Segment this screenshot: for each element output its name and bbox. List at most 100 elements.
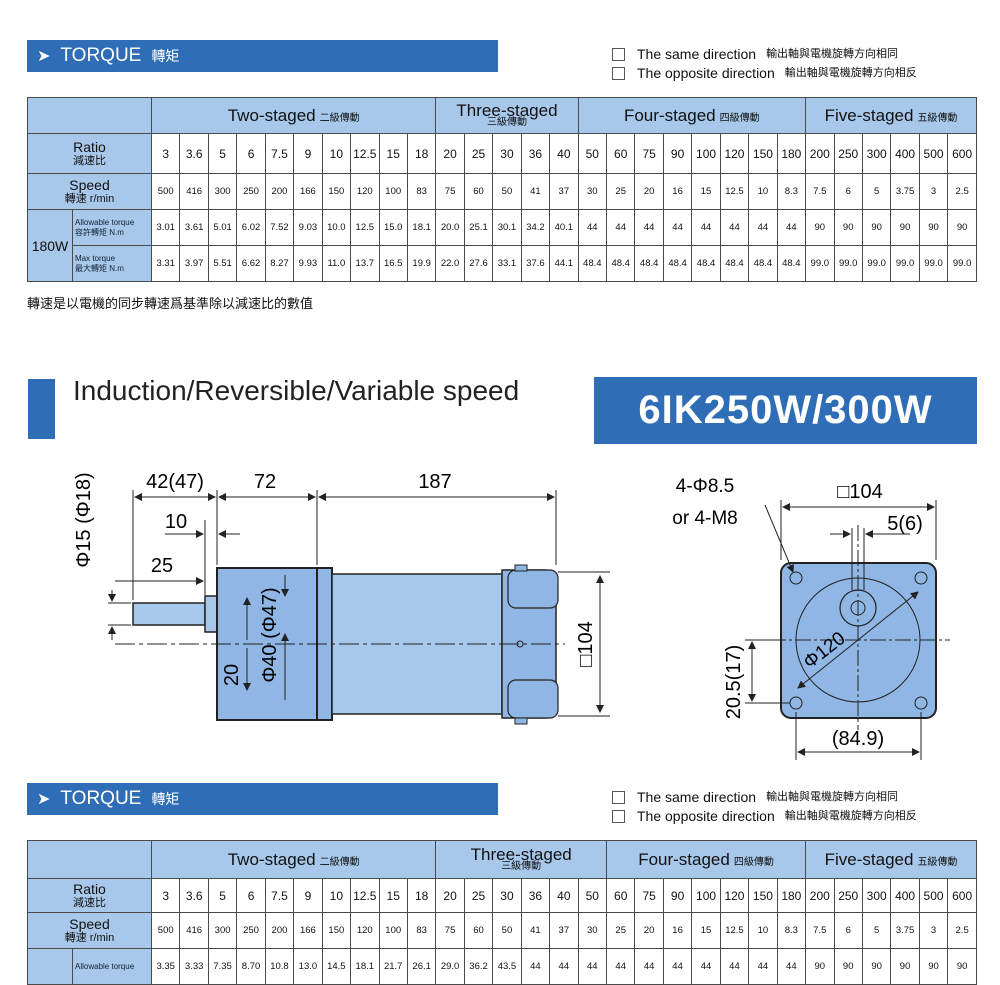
ratios-cell: 9 — [293, 878, 323, 913]
torque-title-cn: 轉矩 — [151, 791, 180, 807]
dim-holes: 4-Φ8.5 — [676, 476, 734, 497]
max-cell: 99.0 — [805, 245, 835, 282]
speeds-cell: 100 — [378, 912, 408, 949]
allowable2-cell: 90 — [833, 948, 863, 985]
ratios-cell: 36 — [520, 133, 551, 174]
allowable2-cell: 3.33 — [179, 948, 209, 985]
ratios-cell: 30 — [492, 878, 522, 913]
allowable2-cell: 90 — [890, 948, 920, 985]
allowable2-cell: 8.70 — [236, 948, 266, 985]
ratios-cell: 36 — [520, 878, 551, 913]
allowable-torque-label: Allowable torque — [72, 948, 152, 985]
ratios-cell: 60 — [605, 133, 636, 174]
dim-25: 25 — [151, 555, 173, 577]
speeds-cell: 6 — [833, 912, 863, 949]
speeds-cell: 150 — [321, 912, 352, 949]
allowable2-cell: 44 — [748, 948, 778, 985]
speeds-cell: 300 — [207, 912, 238, 949]
ratios-cell: 600 — [947, 133, 977, 174]
arrow-right-icon: ➤ — [37, 791, 51, 808]
speeds-cell: 16 — [662, 173, 693, 210]
ratios-cell: 250 — [833, 878, 863, 913]
allowable2-cell: 18.1 — [350, 948, 380, 985]
allowable-cell: 10.0 — [321, 209, 352, 246]
ratios-cell: 5 — [207, 878, 238, 913]
allowable2-cell: 10.8 — [264, 948, 295, 985]
motor-dimension-drawing: Φ15 (Φ18) 42(47) 72 187 10 25 20 Φ40 (Φ4… — [73, 471, 950, 760]
speeds-cell: 166 — [293, 912, 323, 949]
speeds-cell: 15 — [691, 912, 721, 949]
torque-title: TORQUE — [60, 45, 142, 66]
allowable2-cell: 90 — [805, 948, 835, 985]
max-cell: 22.0 — [435, 245, 465, 282]
allowable-cell: 3.61 — [179, 209, 209, 246]
ratios-cell: 500 — [918, 878, 949, 913]
speeds-cell: 2.5 — [947, 912, 977, 949]
speeds-cell: 30 — [577, 912, 608, 949]
ratios-cell: 200 — [805, 878, 835, 913]
allowable2-cell: 43.5 — [492, 948, 522, 985]
allowable2-cell: 13.0 — [293, 948, 323, 985]
speeds-cell: 83 — [406, 912, 437, 949]
dim-10: 10 — [165, 511, 187, 533]
max-cell: 48.4 — [605, 245, 636, 282]
allowable2-cell: 36.2 — [463, 948, 494, 985]
ratios-cell: 180 — [776, 878, 807, 913]
ratios-cell: 50 — [577, 878, 608, 913]
speeds-cell: 500 — [150, 173, 181, 210]
legend-opposite-direction: The opposite direction 輸出軸與電機旋轉方向相反 — [612, 807, 917, 826]
dim-84-9: (84.9) — [832, 728, 884, 750]
allowable-cell: 44 — [719, 209, 750, 246]
ratios-cell: 120 — [719, 878, 750, 913]
ratios-cell: 15 — [378, 878, 408, 913]
speeds-cell: 75 — [435, 912, 465, 949]
speeds-cell: 200 — [264, 173, 295, 210]
dim-40: Φ40 (Φ47) — [259, 587, 281, 682]
ratios-cell: 20 — [435, 878, 465, 913]
ratios-cell: 7.5 — [264, 878, 295, 913]
speeds-cell: 120 — [350, 173, 380, 210]
speeds-cell: 250 — [236, 912, 266, 949]
ratios-cell: 500 — [918, 133, 949, 174]
ratios-cell: 10 — [321, 878, 352, 913]
allowable-cell: 5.01 — [207, 209, 238, 246]
legend-box-icon — [612, 48, 625, 61]
speeds-cell: 16 — [662, 912, 693, 949]
dim-shaft-diameter: Φ15 (Φ18) — [73, 472, 95, 567]
ratios-cell: 12.5 — [350, 133, 380, 174]
allowable2-cell: 44 — [634, 948, 664, 985]
max-cell: 99.0 — [833, 245, 863, 282]
ratios-cell: 3 — [150, 878, 181, 913]
section-title: Induction/Reversible/Variable speed — [73, 375, 520, 406]
ratios-cell: 60 — [605, 878, 636, 913]
speeds-cell: 41 — [520, 912, 551, 949]
max-cell: 44.1 — [549, 245, 579, 282]
torque-title: TORQUE — [60, 788, 142, 809]
allowable2-cell: 44 — [776, 948, 807, 985]
arrow-right-icon: ➤ — [37, 48, 51, 65]
ratios-cell: 100 — [691, 878, 721, 913]
allowable-cell: 9.03 — [293, 209, 323, 246]
direction-legend-2: The same direction 輸出軸與電機旋轉方向相同 The oppo… — [612, 788, 917, 826]
ratios-cell: 40 — [549, 133, 579, 174]
max-cell: 9.93 — [293, 245, 323, 282]
allowable2-cell: 14.5 — [321, 948, 352, 985]
ratios-cell: 200 — [805, 133, 835, 174]
speeds-cell: 120 — [350, 912, 380, 949]
speeds-cell: 5 — [861, 912, 892, 949]
direction-legend: The same direction 輸出軸與電機旋轉方向相同 The oppo… — [612, 45, 917, 83]
ratios-cell: 600 — [947, 878, 977, 913]
allowable-cell: 44 — [776, 209, 807, 246]
dim-187: 187 — [418, 471, 451, 493]
legend-same-direction: The same direction 輸出軸與電機旋轉方向相同 — [612, 788, 917, 807]
